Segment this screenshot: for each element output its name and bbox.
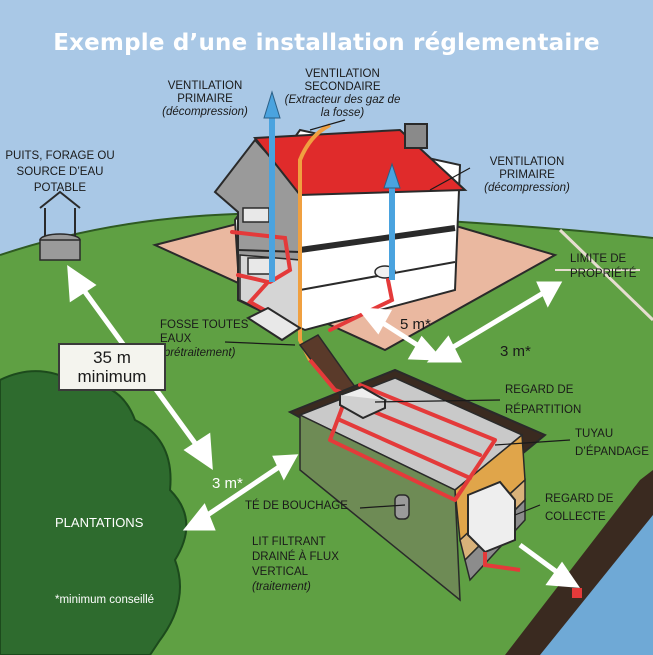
label-primary-vent-2: VENTILATION PRIMAIRE (décompression): [472, 156, 582, 195]
sink-upper: [242, 207, 270, 223]
label-secondary-vent-note: (Extracteur des gaz de la fosse): [284, 94, 401, 119]
label-spreading-pipe: TUYAU D’ÉPANDAGE: [575, 428, 649, 458]
label-plantations: PLANTATIONS: [55, 515, 144, 530]
septic-tank: [245, 306, 302, 342]
secondary-vent-pipe: [298, 123, 331, 361]
collection-box: [467, 480, 516, 554]
distance-property-label: 3 m*: [500, 343, 531, 360]
well: [39, 190, 81, 261]
page-title: Exemple d’une installation réglementaire: [53, 30, 600, 56]
label-primary-vent-1-note: (décompression): [162, 106, 248, 118]
label-property-limit: LIMITE DE PROPRIÉTÉ: [570, 253, 637, 280]
label-collection-box: REGARD DE COLLECTE: [545, 493, 614, 523]
property-limit-line: [558, 228, 653, 322]
label-septic-tank: FOSSE TOUTES EAUX (prétraitement): [160, 318, 270, 360]
label-septic-tank-note: (prétraitement): [160, 347, 236, 359]
cap-tee: [394, 494, 410, 520]
label-secondary-vent-text: VENTILATION SECONDAIRE: [304, 68, 381, 93]
label-primary-vent-2-note: (décompression): [484, 182, 570, 194]
label-well: PUITS, FORAGE OU SOURCE D’EAU POTABLE: [5, 150, 115, 194]
label-primary-vent-1-text: VENTILATION PRIMAIRE: [167, 80, 243, 105]
chimney: [404, 123, 428, 149]
label-filter-bed-text: LIT FILTRANT DRAINÉ À FLUX VERTICAL: [252, 536, 339, 578]
label-septic-tank-text: FOSSE TOUTES EAUX: [160, 319, 249, 345]
distance-plantations-label: 3 m*: [212, 475, 243, 492]
label-secondary-vent: VENTILATION SECONDAIRE (Extracteur des g…: [280, 68, 405, 120]
label-primary-vent-2-text: VENTILATION PRIMAIRE: [489, 156, 565, 181]
distance-arrows: [67, 265, 581, 588]
distance-well-label: 35 m minimum: [58, 343, 166, 391]
label-filter-bed-note: (traitement): [252, 581, 311, 593]
label-minimum-note: *minimum conseillé: [55, 594, 155, 606]
distance-house-filter-label: 5 m*: [400, 316, 431, 333]
label-cap-tee: TÉ DE BOUCHAGE: [245, 500, 348, 512]
label-filter-bed: LIT FILTRANT DRAINÉ À FLUX VERTICAL (tra…: [252, 535, 362, 595]
label-primary-vent-1: VENTILATION PRIMAIRE (décompression): [150, 80, 260, 119]
label-distribution-box: REGARD DE RÉPARTITION: [505, 384, 582, 416]
